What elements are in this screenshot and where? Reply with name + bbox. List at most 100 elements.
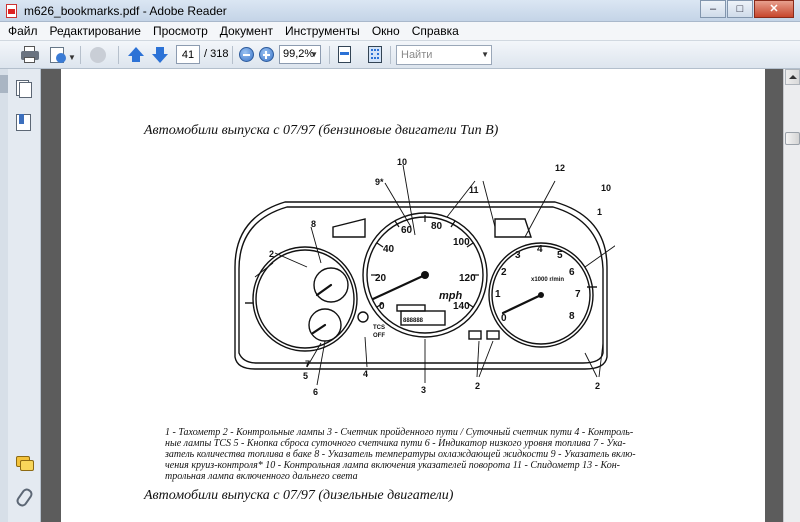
svg-text:2: 2 — [595, 381, 600, 391]
svg-text:4: 4 — [537, 244, 543, 255]
svg-text:1: 1 — [495, 289, 501, 300]
zoom-select[interactable]: 99,2%▼ — [279, 45, 321, 64]
toolbar-separator — [390, 46, 391, 64]
svg-text:8: 8 — [311, 219, 316, 229]
zoom-value: 99,2% — [283, 48, 315, 60]
search-input[interactable]: Найти ▼ — [396, 45, 492, 65]
scroll-thumb[interactable] — [785, 132, 800, 145]
svg-text:2: 2 — [269, 249, 274, 259]
menu-help[interactable]: Справка — [411, 24, 459, 38]
svg-text:TCS: TCS — [373, 325, 385, 331]
svg-text:0: 0 — [501, 313, 507, 324]
page-number-input[interactable] — [176, 45, 200, 64]
maximize-button[interactable]: □ — [727, 0, 753, 18]
zoom-in-icon[interactable] — [258, 45, 276, 65]
caption-line: трольная лампа включенного дальнего свет… — [165, 471, 358, 482]
menu-file[interactable]: Файл — [8, 24, 38, 38]
pdf-file-icon — [6, 4, 17, 18]
zoom-out-icon[interactable] — [238, 45, 256, 65]
speedometer-numbers: 0 20 40 60 80 100 120 140 mph — [375, 221, 476, 312]
menu-window[interactable]: Окно — [371, 24, 400, 38]
caption-line: 1 - Тахометр 2 - Контрольные лампы 3 - С… — [165, 427, 634, 438]
svg-text:6: 6 — [569, 267, 575, 278]
svg-text:11: 11 — [469, 185, 479, 195]
instrument-cluster-figure: 0 20 40 60 80 100 120 140 mph 0 1 2 3 4 … — [234, 157, 615, 397]
svg-text:7: 7 — [575, 289, 581, 300]
menu-edit[interactable]: Редактирование — [49, 24, 141, 38]
svg-text:20: 20 — [375, 273, 387, 284]
svg-text:2: 2 — [501, 267, 507, 278]
svg-text:4: 4 — [363, 369, 368, 379]
document-view[interactable]: Автомобили выпуска с 07/97 (бензиновые д… — [41, 69, 783, 522]
scroll-up-button[interactable] — [785, 69, 800, 85]
pdf-page: Автомобили выпуска с 07/97 (бензиновые д… — [61, 69, 765, 522]
tachometer-needle — [501, 293, 543, 315]
svg-text:7: 7 — [305, 359, 310, 369]
svg-text:8: 8 — [569, 311, 575, 322]
caption-line: затель количества топлива в баке 8 - Ука… — [165, 449, 636, 460]
svg-text:3: 3 — [515, 250, 521, 261]
heading-diesel: Автомобили выпуска с 07/97 (дизельные дв… — [144, 488, 454, 503]
menu-bar: Файл Редактирование Просмотр Документ Ин… — [0, 22, 800, 41]
toolbar-separator — [329, 46, 330, 64]
vertical-scrollbar[interactable] — [783, 69, 800, 522]
svg-text:10: 10 — [601, 183, 611, 193]
svg-text:2: 2 — [475, 381, 480, 391]
title-bar: m626_bookmarks.pdf - Adobe Reader ‒ □ ✕ — [0, 0, 800, 22]
page-total: / 318 — [204, 48, 229, 60]
svg-text:OFF: OFF — [373, 333, 385, 339]
menu-tools[interactable]: Инструменты — [284, 24, 360, 38]
svg-text:120: 120 — [459, 273, 476, 284]
speedometer-ticks — [371, 215, 479, 308]
toolbar-separator — [232, 46, 233, 64]
caption-line: ные лампы TCS 5 - Кнопка сброса суточног… — [165, 438, 626, 449]
svg-text:888888: 888888 — [403, 318, 424, 324]
caption-line: чения круиз-контроля* 10 - Контрольная л… — [165, 460, 621, 471]
attach-icon[interactable] — [16, 488, 30, 504]
svg-text:100: 100 — [453, 237, 470, 248]
svg-text:3: 3 — [421, 385, 426, 395]
window-controls: ‒ □ ✕ — [699, 0, 794, 18]
close-button[interactable]: ✕ — [754, 0, 794, 18]
svg-text:0: 0 — [379, 301, 385, 312]
chevron-down-icon: ▼ — [481, 50, 489, 59]
svg-text:60: 60 — [401, 225, 413, 236]
svg-text:1: 1 — [597, 207, 602, 217]
print-icon[interactable] — [20, 45, 40, 65]
toolbar-separator — [118, 46, 119, 64]
toolbar: ▼ / 318 99,2%▼ Найти▼ — [0, 41, 800, 69]
next-page-icon[interactable] — [150, 45, 170, 65]
toolbar-separator — [80, 46, 81, 64]
minimize-button[interactable]: ‒ — [700, 0, 726, 18]
svg-text:10: 10 — [397, 157, 407, 167]
figure-caption: 1 - Тахометр 2 - Контрольные лампы 3 - С… — [165, 427, 685, 482]
fit-page-icon[interactable] — [336, 45, 354, 65]
menu-view[interactable]: Просмотр — [152, 24, 208, 38]
svg-text:9*: 9* — [375, 177, 384, 187]
comment-icon[interactable] — [16, 455, 34, 471]
svg-text:5: 5 — [557, 250, 563, 261]
svg-text:5: 5 — [303, 371, 308, 381]
search-placeholder: Найти — [401, 49, 433, 61]
fit-width-icon[interactable] — [366, 45, 384, 65]
svg-text:6: 6 — [313, 387, 318, 397]
window-title: m626_bookmarks.pdf - Adobe Reader — [24, 4, 227, 18]
hand-icon[interactable] — [88, 45, 112, 65]
pages-icon[interactable] — [16, 80, 32, 98]
heading-petrol: Автомобили выпуска с 07/97 (бензиновые д… — [144, 123, 499, 138]
svg-text:40: 40 — [383, 244, 395, 255]
chevron-down-icon: ▼ — [310, 50, 318, 59]
bookmarks-icon[interactable] — [16, 114, 31, 131]
svg-text:x1000 r/min: x1000 r/min — [531, 277, 564, 283]
callout-numbers: 10 11 12 10 9* 1 8 2 3 4 5 6 7 2 2 — [269, 157, 611, 397]
navigation-pane-toggle[interactable] — [0, 69, 8, 522]
svg-text:mph: mph — [439, 290, 463, 302]
svg-text:12: 12 — [555, 163, 565, 173]
tachometer-numbers: 0 1 2 3 4 5 6 7 8 x1000 r/min — [495, 244, 581, 324]
edit-icon[interactable]: ▼ — [48, 45, 76, 65]
prev-page-icon[interactable] — [126, 45, 146, 65]
svg-text:140: 140 — [453, 301, 470, 312]
speedometer-needle — [371, 273, 427, 301]
menu-document[interactable]: Документ — [219, 24, 273, 38]
svg-text:80: 80 — [431, 221, 443, 232]
